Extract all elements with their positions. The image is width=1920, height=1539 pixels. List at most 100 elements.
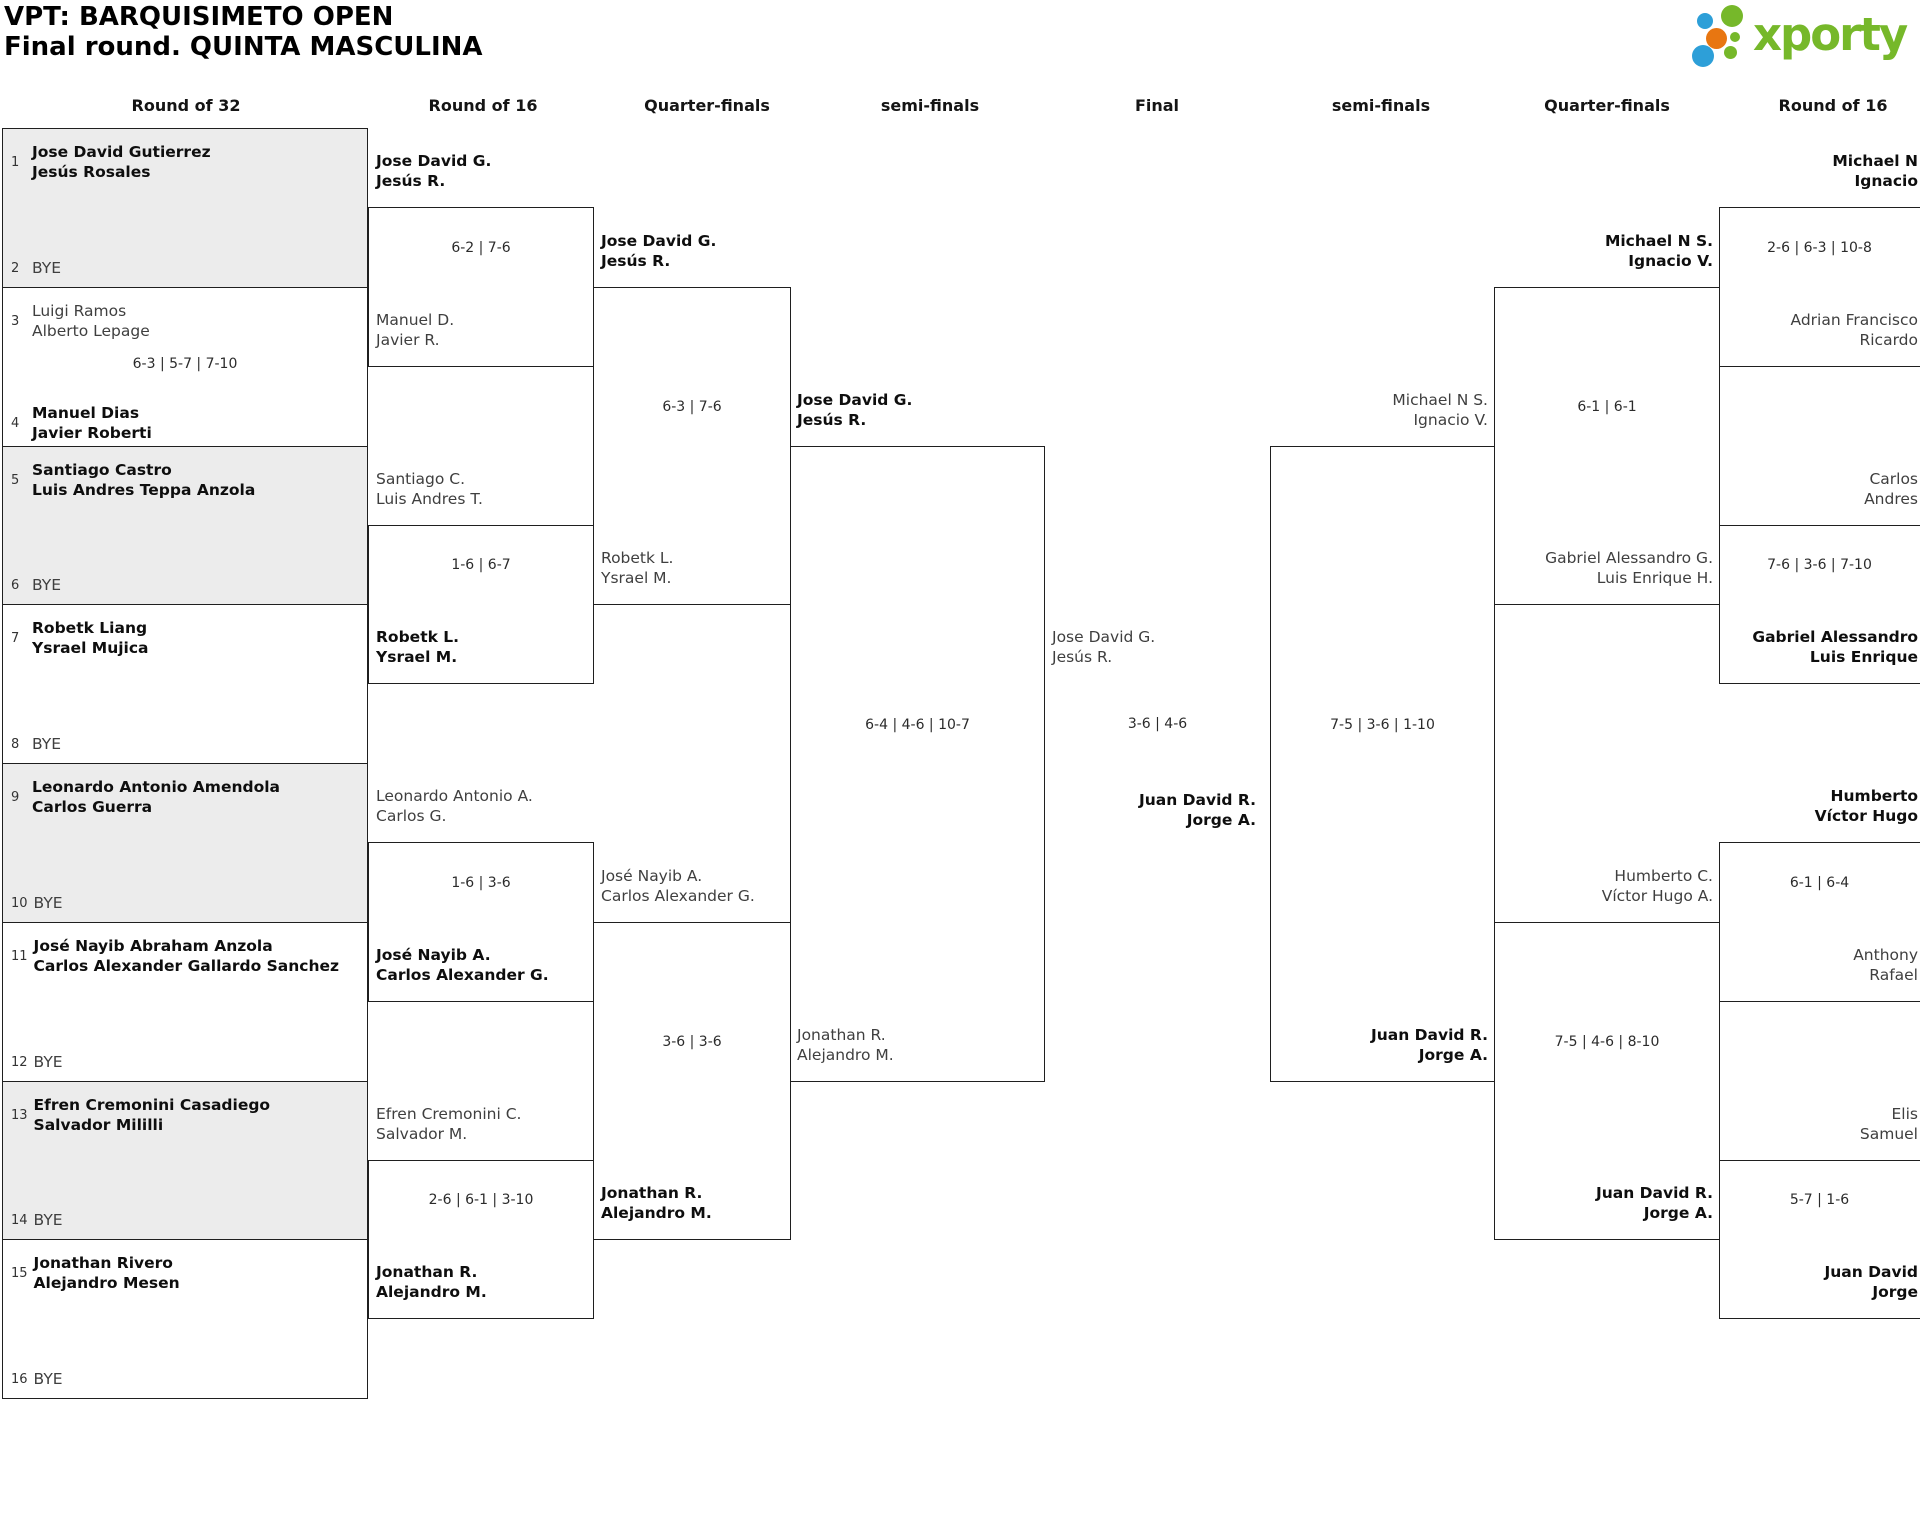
qf-connector [1494,922,1720,1240]
team-label: Jonathan R.Alejandro M. [797,1026,894,1064]
match-score: 5-7 | 1-6 [1789,1192,1850,1208]
seed-number: 10 [11,895,28,911]
match-score: 7-5 | 4-6 | 8-10 [1554,1034,1660,1050]
team-label: Jose David G.Jesús R. [376,152,492,190]
team-label: Juan David R.Jorge A. [1595,1184,1713,1222]
match-score: 6-3 | 7-6 [662,399,722,415]
bracket-seat: 14 BYE [11,1211,63,1229]
seed-number: 11 [11,948,28,964]
r16-connector [1719,842,1920,1002]
seed-number: 12 [11,1054,28,1070]
seed-number: 3 [11,313,20,329]
bracket-seat: 10 BYE [11,894,63,912]
match-score: 6-4 | 4-6 | 10-7 [865,717,970,733]
team-label: José Nayib A.Carlos Alexander G. [601,867,755,905]
team-label: Jose David G.Jesús R. [797,391,913,429]
logo-dot-icon [1721,5,1743,27]
team-label: Jose David G.Jesús R. [601,232,717,270]
r16-connector [1719,1160,1920,1319]
team-label: Jose David G.Jesús R. [1052,628,1156,666]
page-title-block: VPT: BARQUISIMETO OPEN Final round. QUIN… [4,2,483,62]
match-score: 7-5 | 3-6 | 1-10 [1330,717,1435,733]
round-header-r16-right: Round of 16 [1778,96,1888,115]
bracket-seat: 8 BYE [11,735,62,753]
seed-number: 6 [11,577,20,593]
logo-dot-icon [1706,28,1727,49]
qf-connector [1494,287,1720,605]
team-label: Michael N S.Ignacio V. [1392,391,1488,429]
match-score: 7-6 | 3-6 | 7-10 [1767,557,1872,573]
page-title: VPT: BARQUISIMETO OPEN [4,2,394,32]
sf-connector [1270,446,1495,1082]
match-score: 2-6 | 6-3 | 10-8 [1767,240,1872,256]
team-label: Robetk L.Ysrael M. [376,628,460,666]
bracket-seat: 6 BYE [11,576,62,594]
team-label: Jonathan R.Alejandro M. [601,1184,712,1222]
match-score: 3-6 | 3-6 [662,1034,722,1050]
seed-number: 15 [11,1265,28,1281]
team-label: José Nayib A.Carlos Alexander G. [376,946,549,984]
team-label: Gabriel Alessandro G.Luis Enrique H. [1545,549,1713,587]
match-score: 1-6 | 6-7 [451,557,511,573]
bracket-seat: 16 BYE [11,1370,63,1388]
page-subtitle: Final round. QUINTA MASCULINA [4,32,483,62]
bracket-seat: 12 BYE [11,1053,63,1071]
xporty-logo [1690,0,1920,78]
match-score: 2-6 | 6-1 | 3-10 [428,1192,534,1208]
match-score: 6-2 | 7-6 [451,240,511,256]
seed-number: 1 [11,154,20,170]
team-label: Leonardo Antonio A.Carlos G. [376,787,533,825]
seed-number: 16 [11,1371,28,1387]
match-score: 6-1 | 6-4 [1789,875,1850,891]
seed-number: 2 [11,260,20,276]
sf-connector [790,446,1045,1082]
team-label: Juan David R.Jorge A. [1370,1026,1488,1064]
round-header-qf-left: Quarter-finals [644,96,770,115]
team-label: Jonathan R.Alejandro M. [376,1263,487,1301]
round-header-r16-left: Round of 16 [428,96,538,115]
seed-number: 7 [11,630,20,646]
match-score: 6-3 | 5-7 | 7-10 [132,356,238,372]
seed-number: 8 [11,736,20,752]
bracket-seat: 2 BYE [11,259,62,277]
round-header-qf-right: Quarter-finals [1544,96,1670,115]
r16-connector [1719,207,1920,367]
seed-number: 5 [11,472,20,488]
team-label: Juan David R.Jorge A. [1138,791,1256,829]
match-score: 3-6 | 4-6 [1127,716,1188,732]
team-label: Michael N S.Ignacio V. [1604,232,1713,270]
r16-connector [1719,525,1920,684]
round-header-sf-left: semi-finals [880,96,980,115]
team-label: Manuel D.Javier R. [376,311,455,349]
logo-dot-icon [1724,46,1737,59]
seed-number: 14 [11,1212,28,1228]
seed-number: 9 [11,789,20,805]
match-score: 1-6 | 3-6 [451,875,511,891]
team-label: Humberto C.Víctor Hugo A. [1601,867,1713,905]
logo-dot-icon [1730,32,1740,42]
team-label: Santiago C.Luis Andres T. [376,470,483,508]
logo-dot-icon [1697,13,1713,29]
